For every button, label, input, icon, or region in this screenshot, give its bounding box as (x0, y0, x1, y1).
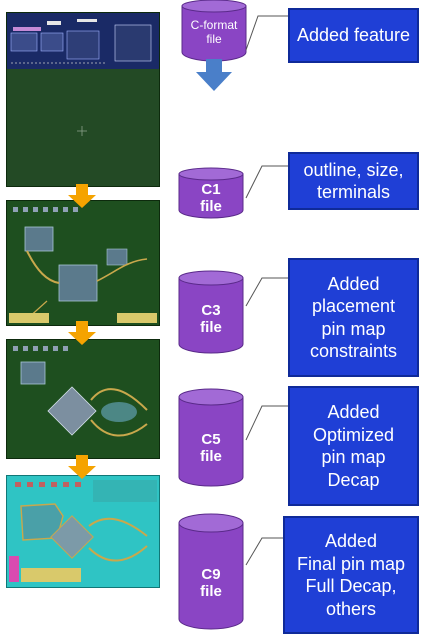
note-final: Added Final pin map Full Decap, others (283, 516, 419, 634)
note-optimized: Added Optimized pin map Decap (288, 386, 419, 506)
note-outline-size-terminals: outline, size, terminals (288, 152, 419, 210)
cylinder-c3-label: C3 file (200, 302, 222, 337)
note-added-feature: Added feature (288, 8, 419, 63)
cylinder-c1-label: C1 file (200, 181, 222, 216)
connector-lines (245, 15, 288, 566)
cylinder-c9-label: C9 file (200, 566, 222, 601)
arrow-down-2-icon (68, 321, 96, 345)
board-optimized (6, 339, 160, 459)
cylinder-c5-icon (178, 388, 244, 487)
cylinder-c3-icon (178, 270, 244, 354)
cylinder-c-format-icon (181, 0, 247, 62)
cylinder-c1-icon (178, 167, 244, 219)
arrow-down-blue-icon (196, 59, 232, 91)
arrow-down-1-icon (68, 184, 96, 208)
cylinder-c9-icon (178, 513, 244, 630)
cylinder-c5-label: C5 file (200, 431, 222, 466)
cylinder-c-format-label: C-format file (190, 18, 238, 46)
board-placement (6, 200, 160, 326)
arrow-down-3-icon (68, 455, 96, 479)
note-placement: Added placement pin map constraints (288, 258, 419, 377)
board-initial-outline (6, 12, 160, 187)
board-final (6, 475, 160, 588)
